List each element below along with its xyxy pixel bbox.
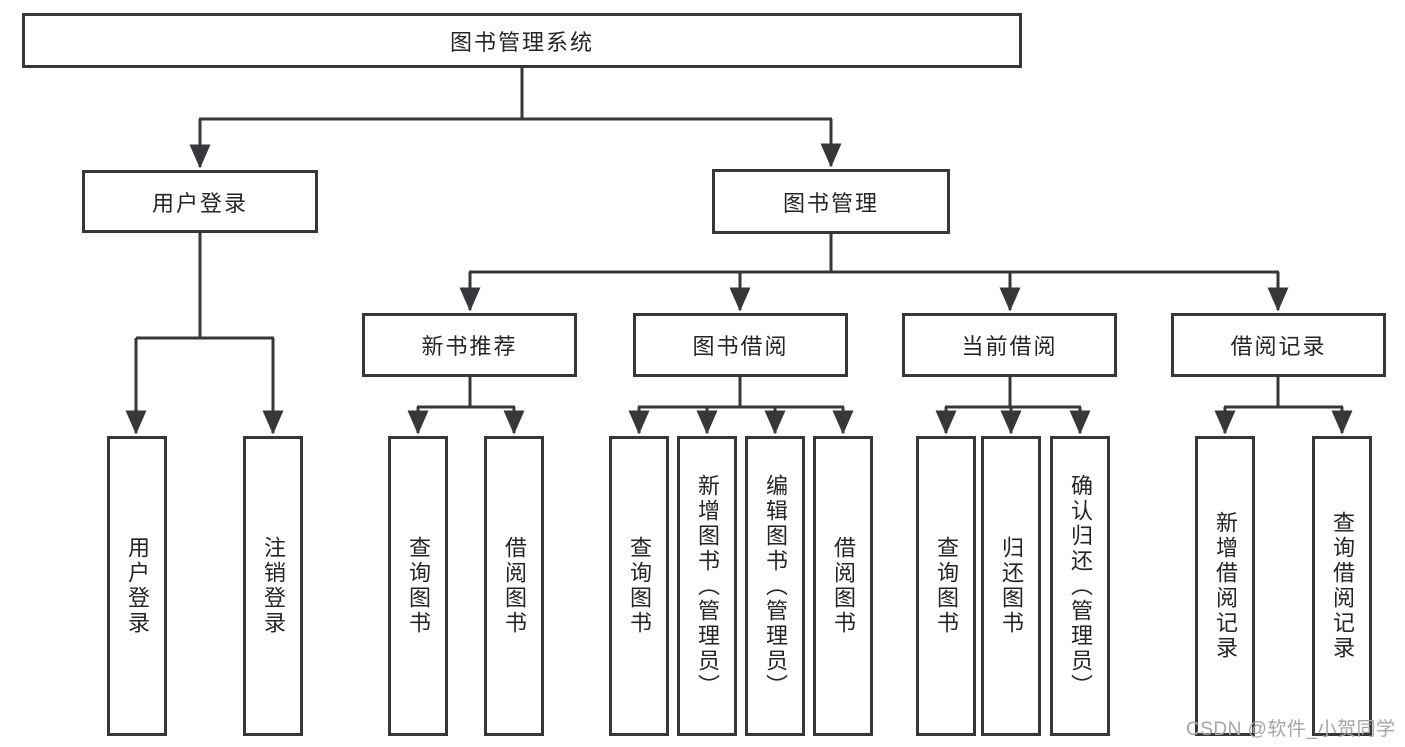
- leaf-logout: 注销登录: [243, 436, 303, 736]
- connector-trunks: [136, 68, 1343, 409]
- leaf-return-books: 归还图书: [981, 436, 1041, 736]
- node-label: 查询借阅记录: [1330, 511, 1355, 661]
- node-label: 归还图书: [999, 536, 1024, 636]
- node-user-login-branch: 用户登录: [82, 170, 318, 233]
- node-label: 图书借阅: [692, 334, 789, 359]
- node-label: 查询图书: [406, 536, 431, 636]
- node-current-borrowing: 当前借阅: [902, 313, 1117, 377]
- leaf-query-books-borrowing: 查询图书: [609, 436, 669, 736]
- node-library-management-system: 图书管理系统: [22, 13, 1022, 68]
- leaf-add-borrow-record: 新增借阅记录: [1195, 436, 1255, 736]
- node-label: 图书管理: [782, 190, 879, 216]
- leaf-borrow-books-recommend: 借阅图书: [484, 436, 544, 736]
- leaf-add-book-admin: 新增图书（管理员）: [677, 436, 737, 736]
- leaf-confirm-return-admin: 确认归还（管理员）: [1050, 436, 1110, 736]
- node-label: 借阅图书: [831, 536, 856, 636]
- leaf-user-login: 用户登录: [107, 436, 167, 736]
- leaf-edit-book-admin: 编辑图书（管理员）: [745, 436, 805, 736]
- leaf-query-books-recommend: 查询图书: [388, 436, 448, 736]
- leaf-query-borrow-record: 查询借阅记录: [1312, 436, 1372, 736]
- node-book-management-branch: 图书管理: [712, 169, 950, 234]
- node-label: 新书推荐: [421, 334, 518, 359]
- node-label: 注销登录: [261, 536, 286, 636]
- node-label: 编辑图书（管理员）: [763, 473, 788, 699]
- node-label: 借阅记录: [1230, 334, 1327, 359]
- leaf-query-books-current: 查询图书: [916, 436, 976, 736]
- node-label: 确认归还（管理员）: [1068, 473, 1093, 699]
- node-label: 新增借阅记录: [1213, 511, 1238, 661]
- node-label: 新增图书（管理员）: [695, 473, 720, 699]
- node-borrowing-records: 借阅记录: [1171, 313, 1386, 377]
- node-label: 用户登录: [125, 536, 150, 636]
- node-label: 用户登录: [151, 190, 248, 216]
- node-book-borrowing: 图书借阅: [633, 313, 848, 377]
- watermark-text: CSDN @软件_小贺同学: [1186, 719, 1396, 740]
- node-label: 查询图书: [934, 536, 959, 636]
- node-label: 借阅图书: [502, 536, 527, 636]
- node-new-book-recommendation: 新书推荐: [362, 313, 577, 377]
- node-label: 图书管理系统: [449, 29, 594, 55]
- node-label: 查询图书: [627, 536, 652, 636]
- leaf-borrow-books-borrowing: 借阅图书: [813, 436, 873, 736]
- node-label: 当前借阅: [961, 334, 1058, 359]
